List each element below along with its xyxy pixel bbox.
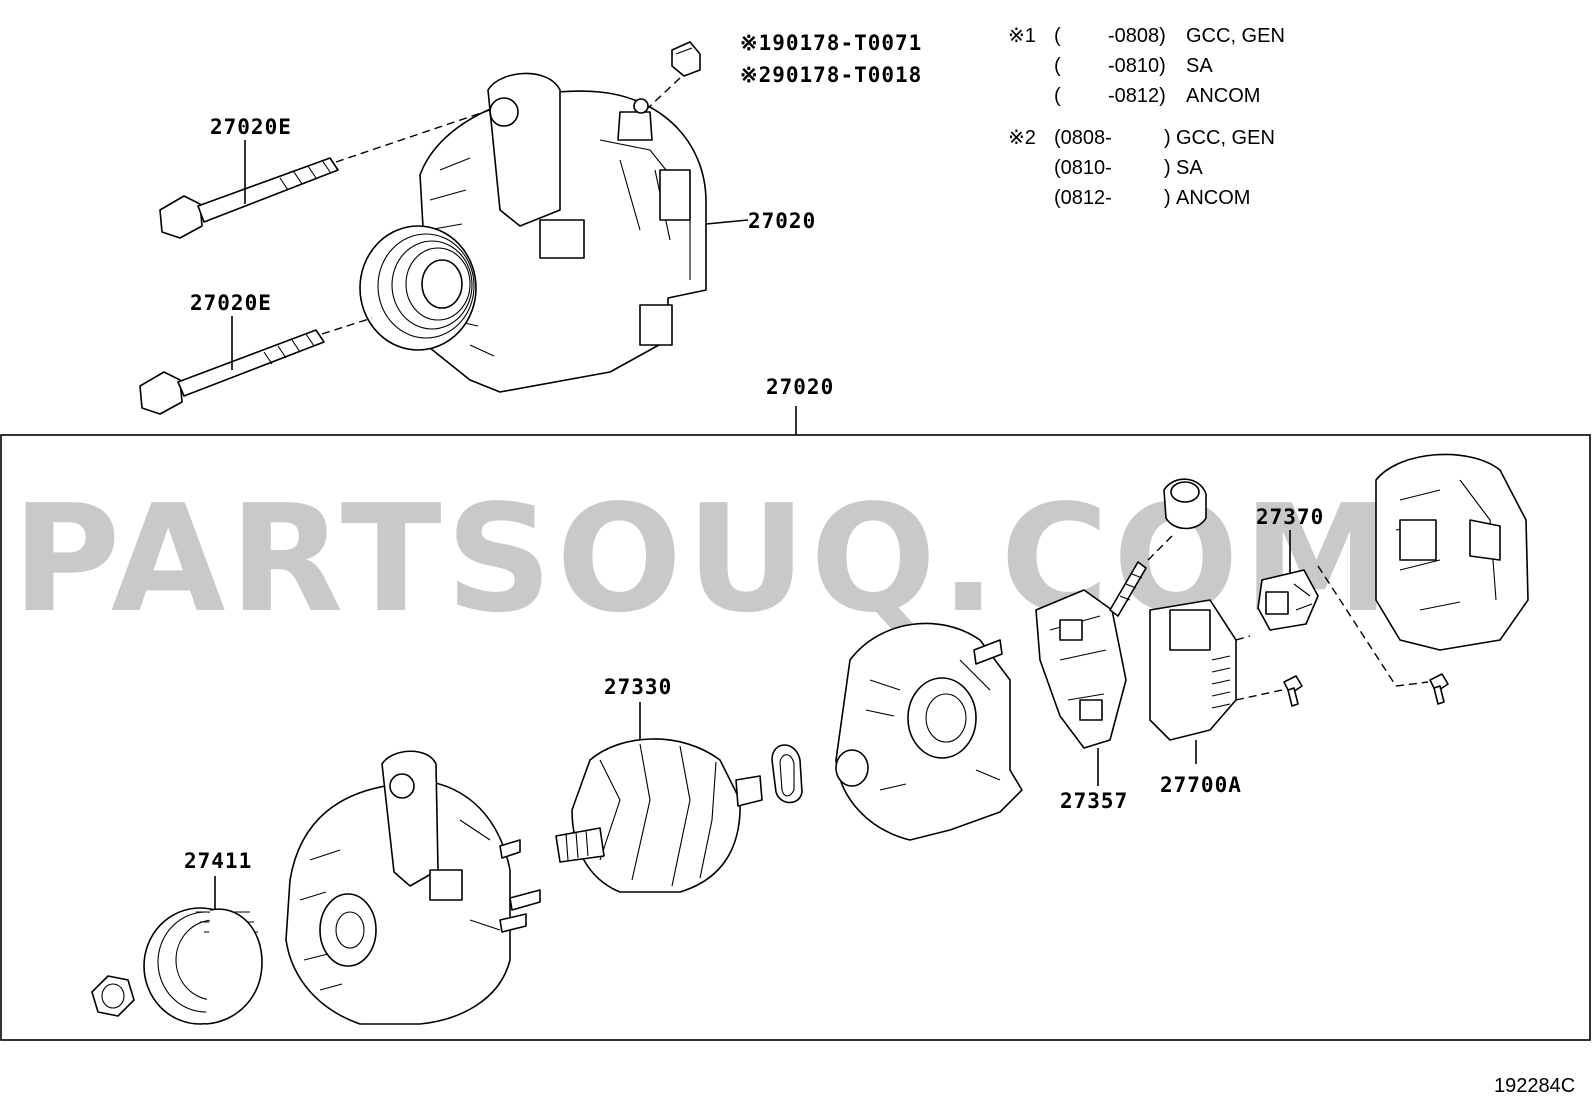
callout-bolt-lower: 27020E [190, 291, 272, 315]
rear-end-cover[interactable] [1375, 453, 1529, 651]
spacer-ring[interactable] [771, 744, 803, 804]
drive-end-frame[interactable] [285, 750, 541, 1025]
alternator-assembly-illustration[interactable] [359, 72, 707, 393]
bolt-lower[interactable] [139, 329, 325, 415]
note-2-paren-2: (0812- [1054, 187, 1112, 209]
rectifier-end-frame[interactable] [835, 622, 1023, 841]
note-1-paren-0: ( [1054, 25, 1061, 47]
pulley-nut[interactable] [91, 975, 135, 1017]
note-2-marker: ※2 [1008, 127, 1036, 149]
note-1-range-1: -0810) [1108, 55, 1166, 77]
callout-bolt-upper: 27020E [210, 115, 292, 139]
bolt-upper[interactable] [159, 157, 339, 239]
rectifier[interactable] [1035, 561, 1147, 749]
terminal-insulator[interactable] [1163, 478, 1207, 530]
note-1-range-2: -0812) [1108, 85, 1166, 107]
note-2-text-1: SA [1176, 157, 1203, 179]
note-1-range-0: -0808) [1108, 25, 1166, 47]
note-2-text-0: GCC, GEN [1176, 127, 1275, 149]
callout-cap-note2: ※290178-T0018 [740, 63, 922, 87]
note-2-range-1: ) [1164, 157, 1171, 179]
callout-brush-holder: 27370 [1256, 505, 1324, 529]
note-1-marker: ※1 [1008, 25, 1036, 47]
note-1-text-2: ANCOM [1186, 85, 1260, 107]
diagram-id: 192284C [1494, 1075, 1575, 1097]
callout-assembly-group: 27020 [766, 375, 834, 399]
terminal-cap[interactable] [671, 41, 701, 77]
note-1-paren-1: ( [1054, 55, 1061, 77]
note-2-paren-0: (0808- [1054, 127, 1112, 149]
note-1-paren-2: ( [1054, 85, 1061, 107]
note-2-range-0: ) [1164, 127, 1171, 149]
callout-rotor: 27330 [604, 675, 672, 699]
rotor[interactable] [555, 738, 763, 893]
note-1: ※1 ( -0808) GCC, GEN ( -0810) SA ( -0812… [1008, 25, 1285, 107]
regulator[interactable] [1149, 599, 1237, 741]
callout-alternator-assembly: 27020 [748, 209, 816, 233]
callout-pulley: 27411 [184, 849, 252, 873]
pulley[interactable] [143, 907, 263, 1025]
note-2-text-2: ANCOM [1176, 187, 1250, 209]
callout-regulator: 27700A [1160, 773, 1242, 797]
note-2-range-2: ) [1164, 187, 1171, 209]
note-1-text-1: SA [1186, 55, 1213, 77]
screw-regulator[interactable] [1283, 675, 1303, 707]
note-2: ※2 (0808- ) GCC, GEN (0810- ) SA (0812- … [1008, 127, 1275, 209]
brush-holder[interactable] [1257, 569, 1319, 631]
screw-cover[interactable] [1429, 673, 1449, 705]
note-1-text-0: GCC, GEN [1186, 25, 1285, 47]
callout-rectifier: 27357 [1060, 789, 1128, 813]
note-2-paren-1: (0810- [1054, 157, 1112, 179]
callout-cap-note1: ※190178-T0071 [740, 31, 922, 55]
